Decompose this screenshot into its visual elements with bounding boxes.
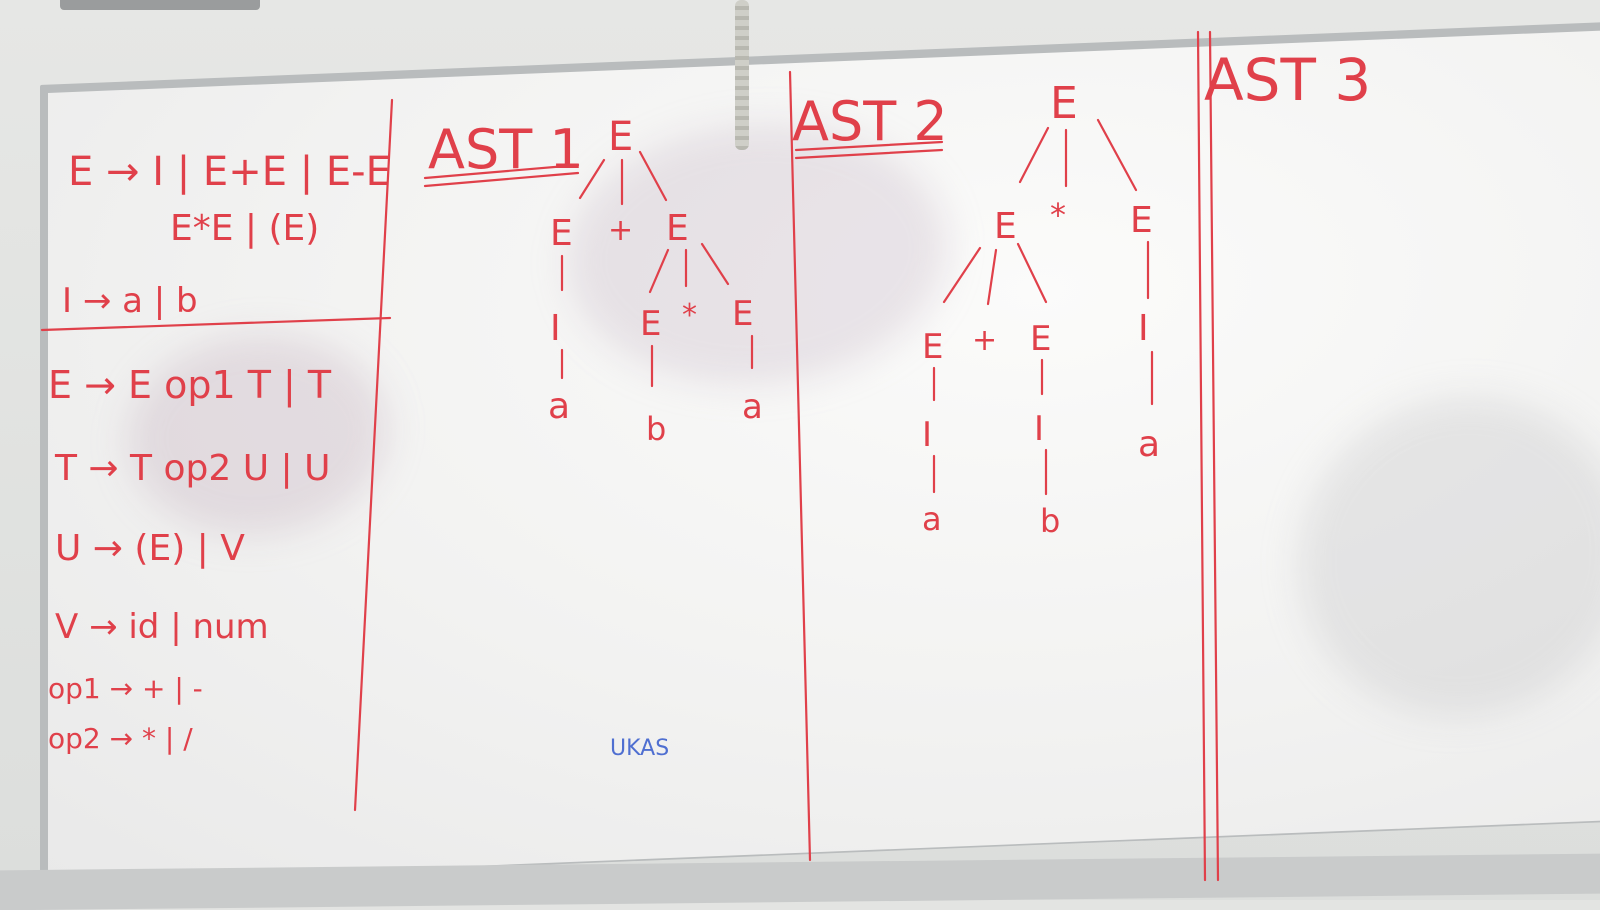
grammar2-line1: E → E op1 T | T [48, 363, 332, 408]
ast2-left-edges [942, 242, 1048, 306]
ast2-ll: E [922, 327, 943, 367]
grammar2-line2: T → T op2 U | U [54, 448, 330, 489]
ast1-left-leaf: a [548, 386, 570, 427]
divider-line [353, 98, 394, 812]
divider-line [1196, 30, 1207, 882]
divider-line [1208, 30, 1220, 882]
ast1-root-edges [578, 150, 668, 206]
grammar2-line4: V → id | num [55, 607, 269, 647]
ast1-left: E [550, 213, 573, 254]
ast2-right: E [1130, 200, 1153, 241]
grammar2-line6: op2 → * | / [48, 722, 193, 755]
grammar1-line1: E → I | E+E | E-E [68, 149, 391, 195]
ast2-edge [932, 448, 1048, 496]
ast3-title: AST 3 [1204, 46, 1371, 114]
hanging-rope [735, 0, 749, 150]
ast2-ll-i: I [922, 415, 932, 455]
ast1-right-leaf1: b [646, 410, 666, 448]
grammar2-line5: op1 → + | - [48, 672, 203, 705]
ast2-lr-leaf: b [1040, 502, 1060, 540]
ast1-right-edges [648, 242, 730, 294]
ast1-title-underline [423, 163, 580, 188]
ast1-edge [650, 334, 754, 388]
ast2-lr-i: I [1034, 409, 1044, 449]
ast2-plus: + [972, 323, 997, 358]
ast2-star: * [1050, 196, 1066, 234]
ast2-ll-leaf: a [922, 500, 942, 538]
ast2-right-i: I [1138, 308, 1149, 349]
ast1-right-e1: E [640, 304, 661, 344]
ast1-right: E [666, 208, 689, 249]
ast1-right-e2: E [732, 294, 753, 334]
ast2-edge [932, 358, 1044, 402]
divider-line [788, 70, 812, 862]
grammar1-line2: E*E | (E) [170, 208, 319, 249]
ast1-left-i: I [550, 308, 561, 349]
ast2-left: E [994, 206, 1017, 247]
ast1-plus: + [608, 213, 633, 248]
grammar1-line3: I → a | b [62, 281, 198, 321]
divider-line [40, 316, 392, 332]
ast1-right-leaf2: a [742, 387, 763, 427]
ast1-star: * [682, 298, 697, 333]
grammar2-line3: U → (E) | V [55, 528, 245, 569]
ast2-root-edges [1018, 118, 1138, 192]
ast2-lr: E [1030, 319, 1051, 359]
ast1-root: E [608, 114, 633, 160]
ast2-right-leaf: a [1138, 424, 1160, 465]
rail-clip [60, 0, 260, 10]
blue-scribble: UKAS [610, 736, 669, 761]
ast2-root: E [1050, 78, 1078, 129]
ast2-title-underline [794, 140, 944, 160]
